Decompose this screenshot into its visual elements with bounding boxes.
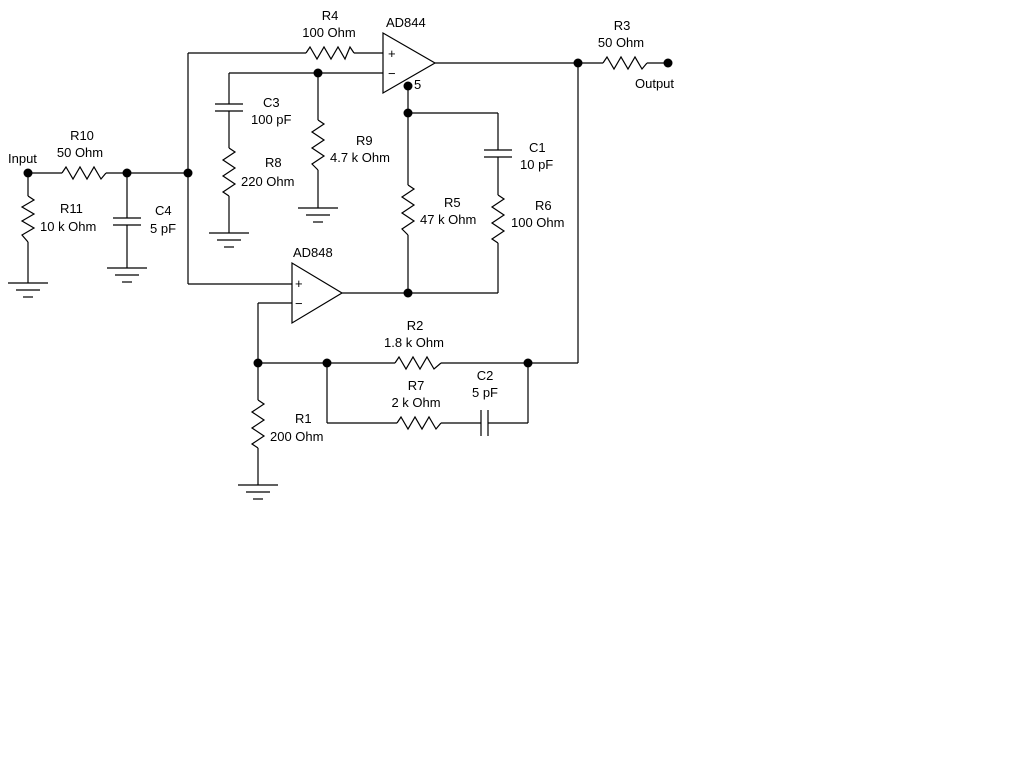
junction-nodes bbox=[23, 58, 673, 368]
c1-value: 10 pF bbox=[520, 157, 553, 172]
c1-symbol bbox=[484, 149, 512, 158]
node-r9 bbox=[313, 68, 323, 78]
r4-ref: R4 bbox=[322, 8, 339, 23]
ad844-opamp-symbol bbox=[382, 31, 437, 95]
r1-symbol bbox=[250, 399, 266, 449]
r3-symbol bbox=[602, 55, 648, 71]
c4-value: 5 pF bbox=[150, 221, 176, 236]
r1-ref: R1 bbox=[295, 411, 312, 426]
node-r5-bottom bbox=[403, 288, 413, 298]
r9-symbol bbox=[310, 119, 326, 171]
c4-ref: C4 bbox=[155, 203, 172, 218]
r5-symbol bbox=[400, 184, 416, 236]
ground-symbol-r11 bbox=[8, 282, 48, 298]
output-label: Output bbox=[635, 76, 674, 91]
r5-value: 47 k Ohm bbox=[420, 212, 476, 227]
r3-value: 50 Ohm bbox=[598, 35, 644, 50]
ad848-plus: + bbox=[295, 276, 303, 291]
node-188 bbox=[183, 168, 193, 178]
c2-symbol bbox=[480, 410, 489, 436]
r7-symbol bbox=[396, 415, 442, 431]
r1-value: 200 Ohm bbox=[270, 429, 323, 444]
node-327 bbox=[322, 358, 332, 368]
c3-ref: C3 bbox=[263, 95, 280, 110]
r9-ref: R9 bbox=[356, 133, 373, 148]
ad844-minus: − bbox=[388, 66, 396, 81]
c3-symbol bbox=[215, 103, 243, 112]
r6-ref: R6 bbox=[535, 198, 552, 213]
ad848-minus: − bbox=[295, 296, 303, 311]
r8-symbol bbox=[221, 147, 237, 197]
r5-ref: R5 bbox=[444, 195, 461, 210]
c1-ref: C1 bbox=[529, 140, 546, 155]
resistors bbox=[20, 45, 648, 449]
r11-ref: R11 bbox=[60, 201, 83, 216]
capacitors bbox=[113, 103, 512, 436]
grounds bbox=[8, 207, 338, 500]
node-pin5 bbox=[403, 81, 413, 91]
r11-value: 10 k Ohm bbox=[40, 219, 96, 234]
r6-symbol bbox=[490, 194, 506, 244]
node-r5-top bbox=[403, 108, 413, 118]
node-output bbox=[663, 58, 673, 68]
ad844-plus: + bbox=[388, 46, 396, 61]
r4-symbol bbox=[305, 45, 355, 61]
r9-value: 4.7 k Ohm bbox=[330, 150, 390, 165]
c2-value: 5 pF bbox=[472, 385, 498, 400]
c4-symbol bbox=[113, 217, 141, 226]
r4-value: 100 Ohm bbox=[302, 25, 355, 40]
ad844-pin5: 5 bbox=[414, 77, 421, 92]
input-label: Input bbox=[8, 151, 37, 166]
r7-value: 2 k Ohm bbox=[391, 395, 440, 410]
node-528 bbox=[523, 358, 533, 368]
r7-ref: R7 bbox=[408, 378, 425, 393]
ad848-opamp-symbol bbox=[291, 261, 344, 325]
wires bbox=[27, 52, 668, 485]
c2-ref: C2 bbox=[477, 368, 494, 383]
ad844-name: AD844 bbox=[386, 15, 426, 30]
r2-ref: R2 bbox=[407, 318, 424, 333]
r11-symbol bbox=[20, 195, 36, 243]
r2-symbol bbox=[394, 355, 442, 371]
node-output-split bbox=[573, 58, 583, 68]
r10-ref: R10 bbox=[70, 128, 94, 143]
r2-value: 1.8 k Ohm bbox=[384, 335, 444, 350]
node-258 bbox=[253, 358, 263, 368]
c3-value: 100 pF bbox=[251, 112, 292, 127]
node-c4 bbox=[122, 168, 132, 178]
ground-symbol-c4 bbox=[107, 267, 147, 283]
ground-symbol-r9 bbox=[298, 207, 338, 223]
r8-value: 220 Ohm bbox=[241, 174, 294, 189]
r10-symbol bbox=[61, 165, 107, 181]
r3-ref: R3 bbox=[614, 18, 631, 33]
ground-symbol-r1 bbox=[238, 484, 278, 500]
r10-value: 50 Ohm bbox=[57, 145, 103, 160]
r8-ref: R8 bbox=[265, 155, 282, 170]
ground-symbol-r8 bbox=[209, 232, 249, 248]
r6-value: 100 Ohm bbox=[511, 215, 564, 230]
node-input bbox=[23, 168, 33, 178]
ad848-name: AD848 bbox=[293, 245, 333, 260]
